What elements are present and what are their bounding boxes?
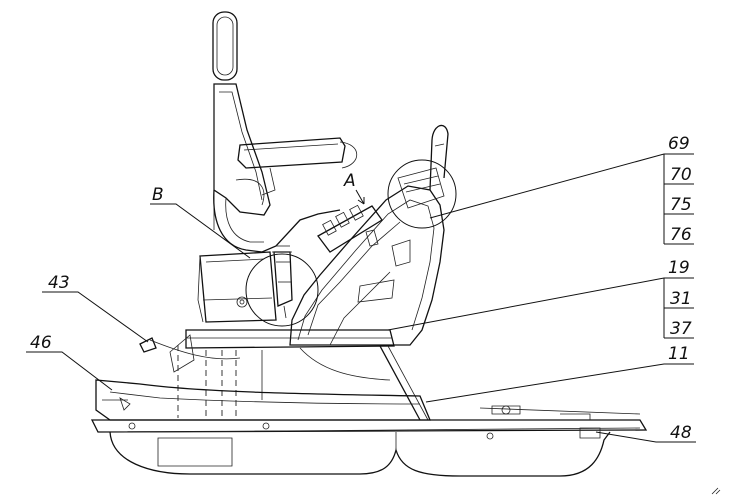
corner-mark <box>711 487 721 495</box>
detail-circle-b <box>245 253 319 327</box>
callout-31: 31 <box>670 289 692 309</box>
callout-46: 46 <box>30 333 52 353</box>
arc-armrest <box>339 141 358 169</box>
callout-11: 11 <box>668 344 690 364</box>
callout-70: 70 <box>670 165 692 185</box>
control-console <box>272 124 449 346</box>
callout-75: 75 <box>670 195 692 215</box>
callout-43: 43 <box>48 273 70 293</box>
operator-seat <box>197 11 346 323</box>
callout-48: 48 <box>670 423 692 443</box>
detail-circle-69 <box>387 159 457 229</box>
callout-76: 76 <box>670 225 692 245</box>
callout-37: 37 <box>670 319 692 339</box>
callout-19: 19 <box>668 258 690 278</box>
view-label-a: A <box>343 171 356 191</box>
callout-69: 69 <box>668 134 690 154</box>
view-label-b: B <box>152 185 164 205</box>
support-structure <box>90 329 648 477</box>
leader-lines <box>26 153 696 443</box>
